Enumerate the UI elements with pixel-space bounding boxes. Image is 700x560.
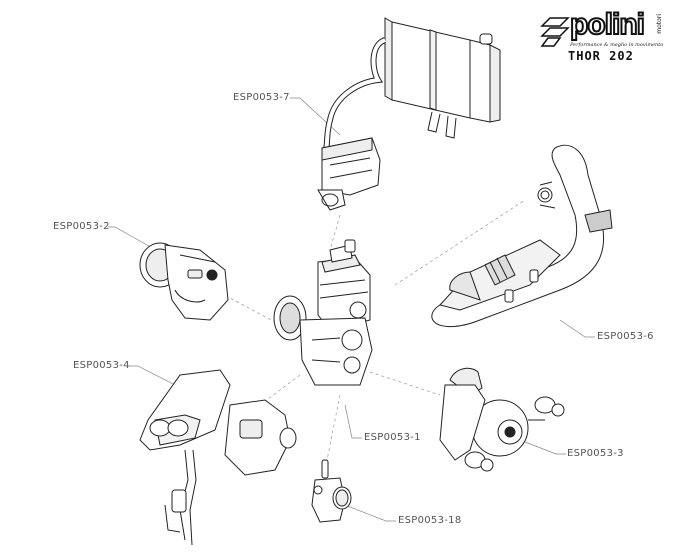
leader-ESP0053-4 [128,365,176,386]
callout-ESP0053-2[interactable]: ESP0053-2 [53,221,110,232]
callout-ESP0053-6[interactable]: ESP0053-6 [597,331,654,342]
part-clutch-gearbox[interactable] [139,242,229,321]
callout-ESP0053-3[interactable]: ESP0053-3 [567,448,624,459]
leader-ESP0053-3 [519,439,566,455]
leader-ESP0053-2 [108,226,166,256]
part-engine[interactable] [273,239,373,386]
part-carburetor[interactable] [311,459,352,523]
callout-ESP0053-1[interactable]: ESP0053-1 [364,432,421,443]
part-exhaust[interactable] [431,144,613,327]
callout-ESP0053-7[interactable]: ESP0053-7 [233,92,290,103]
model-name: THOR 202 [568,49,634,63]
brand-name: polini [569,7,646,42]
part-airbox[interactable] [139,369,297,546]
part-starter[interactable] [439,367,565,472]
logo-stripes-icon [540,17,570,47]
brand-logo: polini motori Performance & meglio in mo… [540,7,680,64]
part-radiator-cylinder[interactable] [317,17,501,211]
callout-ESP0053-4[interactable]: ESP0053-4 [73,360,130,371]
brand-tagline: Performance & meglio in movimento [570,42,664,48]
callout-ESP0053-18[interactable]: ESP0053-18 [398,515,462,526]
leader-ESP0053-1 [344,404,362,439]
leader-ESP0053-18 [344,504,396,522]
brand-subtitle: motori [656,14,663,34]
leader-ESP0053-6 [559,319,595,338]
